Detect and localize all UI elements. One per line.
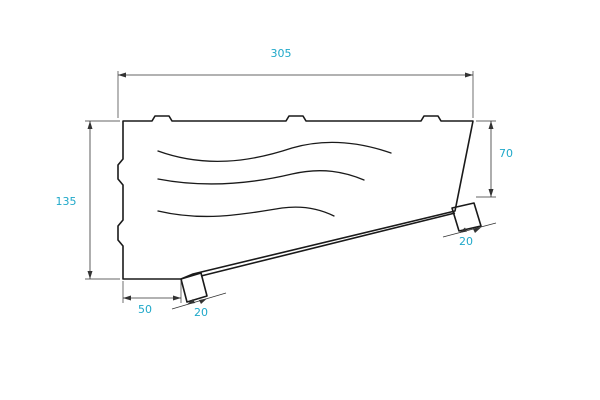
front-edge (200, 212, 456, 277)
shelf-outline (117, 115, 474, 280)
wave-line-top (157, 141, 392, 163)
dimension-bottom-left-label: 50 (138, 303, 152, 316)
wave-line-middle (157, 170, 365, 185)
dimension-overall-width-label: 305 (271, 47, 292, 60)
bottom-clip (180, 272, 208, 303)
dimension-overall-width (117, 71, 474, 118)
dimension-right-clip (442, 222, 497, 238)
dimension-right-height-label: 70 (499, 147, 513, 160)
right-clip (451, 202, 482, 232)
dimension-bottom-clip (171, 292, 227, 310)
dimension-bottom-left (122, 281, 182, 303)
dimension-right-clip-label: 20 (459, 235, 473, 248)
wave-line-bottom (157, 206, 335, 218)
dimension-height (85, 120, 120, 280)
dimension-right-height (476, 120, 496, 198)
dimension-height-label: 135 (56, 195, 77, 208)
dimension-bottom-clip-label: 20 (194, 306, 208, 319)
